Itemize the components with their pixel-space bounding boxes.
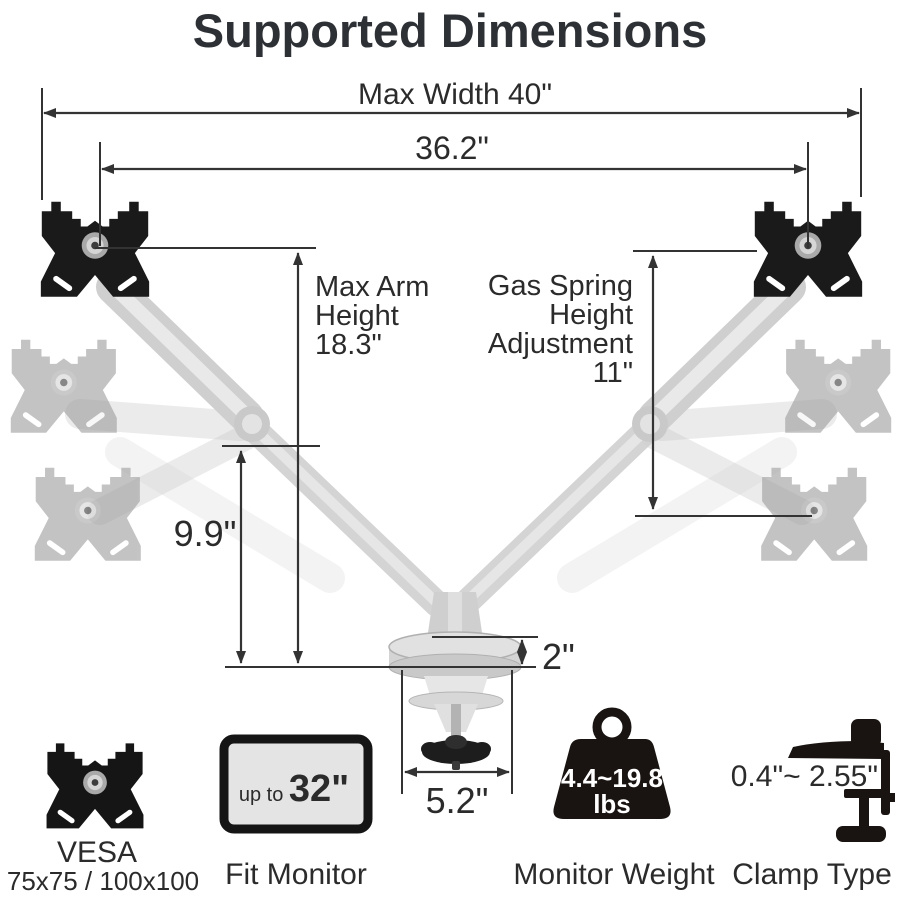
clamp-range-text: 0.4"~ 2.55": [731, 760, 878, 793]
right-mid-ghost-plate: [785, 340, 891, 433]
vesa-size-label: 75x75 / 100x100: [7, 866, 199, 896]
dimension-max-width: [41, 88, 862, 200]
vesa-label: VESA: [57, 836, 137, 869]
gas-spring-label: Gas Spring Height Adjustment 11": [488, 270, 633, 389]
dimension-arm-joint-height: [222, 445, 536, 668]
weight-range-text: 4.4~19.8: [561, 763, 663, 793]
svg-text:11": 11": [593, 357, 633, 389]
base-width-label: 5.2": [426, 780, 489, 821]
left-vesa-plate: [41, 202, 149, 297]
svg-text:Height: Height: [315, 300, 399, 332]
svg-text:Height: Height: [549, 299, 633, 331]
clamp-icon: [788, 719, 895, 842]
right-low-ghost-plate: [761, 468, 867, 561]
left-low-ghost-plate: [35, 468, 141, 561]
weight-icon: [553, 707, 671, 819]
arm-joint-height-label: 9.9": [174, 513, 237, 554]
dimension-base-thickness: [432, 636, 538, 665]
page-title: Supported Dimensions: [192, 4, 708, 57]
arm-span-label: 36.2": [415, 130, 489, 166]
svg-text:Gas Spring: Gas Spring: [488, 270, 633, 302]
svg-text:Adjustment: Adjustment: [488, 328, 633, 360]
monitor-size-badge: up to 32": [239, 768, 349, 810]
dimension-arm-span: [99, 142, 809, 248]
max-arm-height-label: Max Arm Height 18.3": [315, 271, 429, 361]
feature-vesa: VESA 75x75 / 100x100: [7, 743, 199, 896]
monitor-icon: [219, 734, 373, 834]
feature-fit-monitor: up to 32" Fit Monitor: [219, 734, 373, 891]
desk-clamp-base: [388, 592, 522, 770]
fit-monitor-label: Fit Monitor: [225, 858, 367, 891]
base-thickness-label: 2": [542, 636, 575, 677]
left-arm-assembly: [96, 270, 450, 617]
clamp-type-label: Clamp Type: [732, 858, 892, 891]
svg-text:Max Arm: Max Arm: [315, 271, 429, 303]
monitor-weight-label: Monitor Weight: [513, 858, 715, 891]
dimension-gas-spring: [633, 250, 812, 517]
dimension-max-arm-height: [95, 247, 316, 664]
svg-text:18.3": 18.3": [315, 329, 382, 361]
dimension-base-width: [401, 670, 513, 794]
weight-unit-text: lbs: [593, 789, 631, 819]
clamp-knob: [421, 735, 491, 770]
feature-monitor-weight: 4.4~19.8 lbs Monitor Weight: [513, 707, 715, 891]
vesa-plate-icon: [47, 743, 144, 828]
left-mid-ghost-plate: [11, 340, 117, 433]
feature-clamp-type: 0.4"~ 2.55" Clamp Type: [731, 719, 895, 891]
max-width-label: Max Width 40": [358, 78, 552, 111]
